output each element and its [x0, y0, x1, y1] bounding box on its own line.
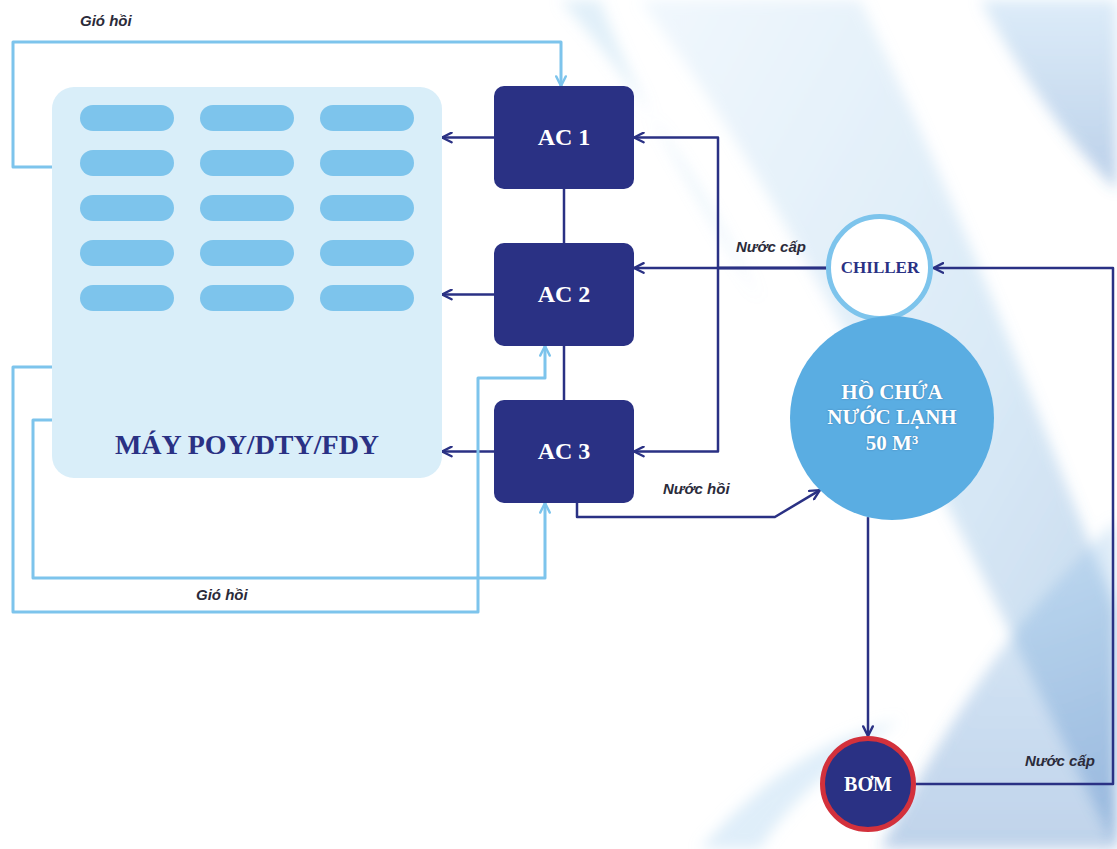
machine-unit	[320, 105, 414, 131]
node-label: BƠM	[844, 772, 892, 796]
air-handler-box: AC 2	[494, 243, 634, 346]
node-label: CHILLER	[841, 258, 919, 278]
machine-unit	[200, 240, 294, 266]
chiller-circle: CHILLER	[826, 214, 933, 321]
machine-unit	[320, 150, 414, 176]
machine-unit	[320, 195, 414, 221]
splash-stream	[640, 0, 1117, 849]
circle-shape	[823, 739, 914, 830]
flow-label: Nước cấp	[1025, 752, 1095, 770]
machine-units	[52, 87, 442, 478]
machine-unit	[80, 150, 174, 176]
node-label: AC 3	[538, 437, 591, 466]
water-flow-line	[442, 293, 494, 296]
water-flow-line	[442, 450, 494, 453]
machine-unit	[320, 240, 414, 266]
node-label: HỒ CHỨA NƯỚC LẠNH 50 M³	[822, 380, 962, 456]
machine-unit	[80, 195, 174, 221]
splash-corner	[980, 0, 1117, 190]
water-flow-line	[442, 136, 494, 139]
node-label: AC 2	[538, 280, 591, 309]
water-flow-line	[563, 189, 566, 243]
circle-shape	[829, 217, 931, 319]
machine-unit	[80, 105, 174, 131]
machine-unit	[200, 105, 294, 131]
circle-shape	[790, 316, 994, 520]
water-flow-line	[867, 517, 870, 736]
node-label: MÁY POY/DTY/FDY	[115, 428, 379, 462]
machine-unit	[200, 195, 294, 221]
flow-label: Gió hồi	[80, 12, 132, 30]
flow-label: Nước cấp	[736, 238, 806, 256]
pump-circle: BƠM	[820, 736, 916, 832]
reservoir-circle: HỒ CHỨA NƯỚC LẠNH 50 M³	[790, 316, 994, 520]
flow-label: Gió hồi	[196, 586, 248, 604]
machine-unit	[80, 285, 174, 311]
splash-wave	[880, 520, 1117, 849]
air-handler-box: AC 1	[494, 86, 634, 189]
flow-label: Nước hồi	[663, 480, 730, 498]
machine-panel: MÁY POY/DTY/FDY	[52, 87, 442, 478]
node-label: AC 1	[538, 123, 591, 152]
machine-unit	[320, 285, 414, 311]
machine-unit	[200, 150, 294, 176]
water-flow-line	[563, 346, 566, 400]
air-handler-box: AC 3	[494, 400, 634, 503]
machine-unit	[80, 240, 174, 266]
connector-group	[13, 42, 1113, 784]
water-flow-line	[634, 138, 826, 268]
machine-unit	[200, 285, 294, 311]
